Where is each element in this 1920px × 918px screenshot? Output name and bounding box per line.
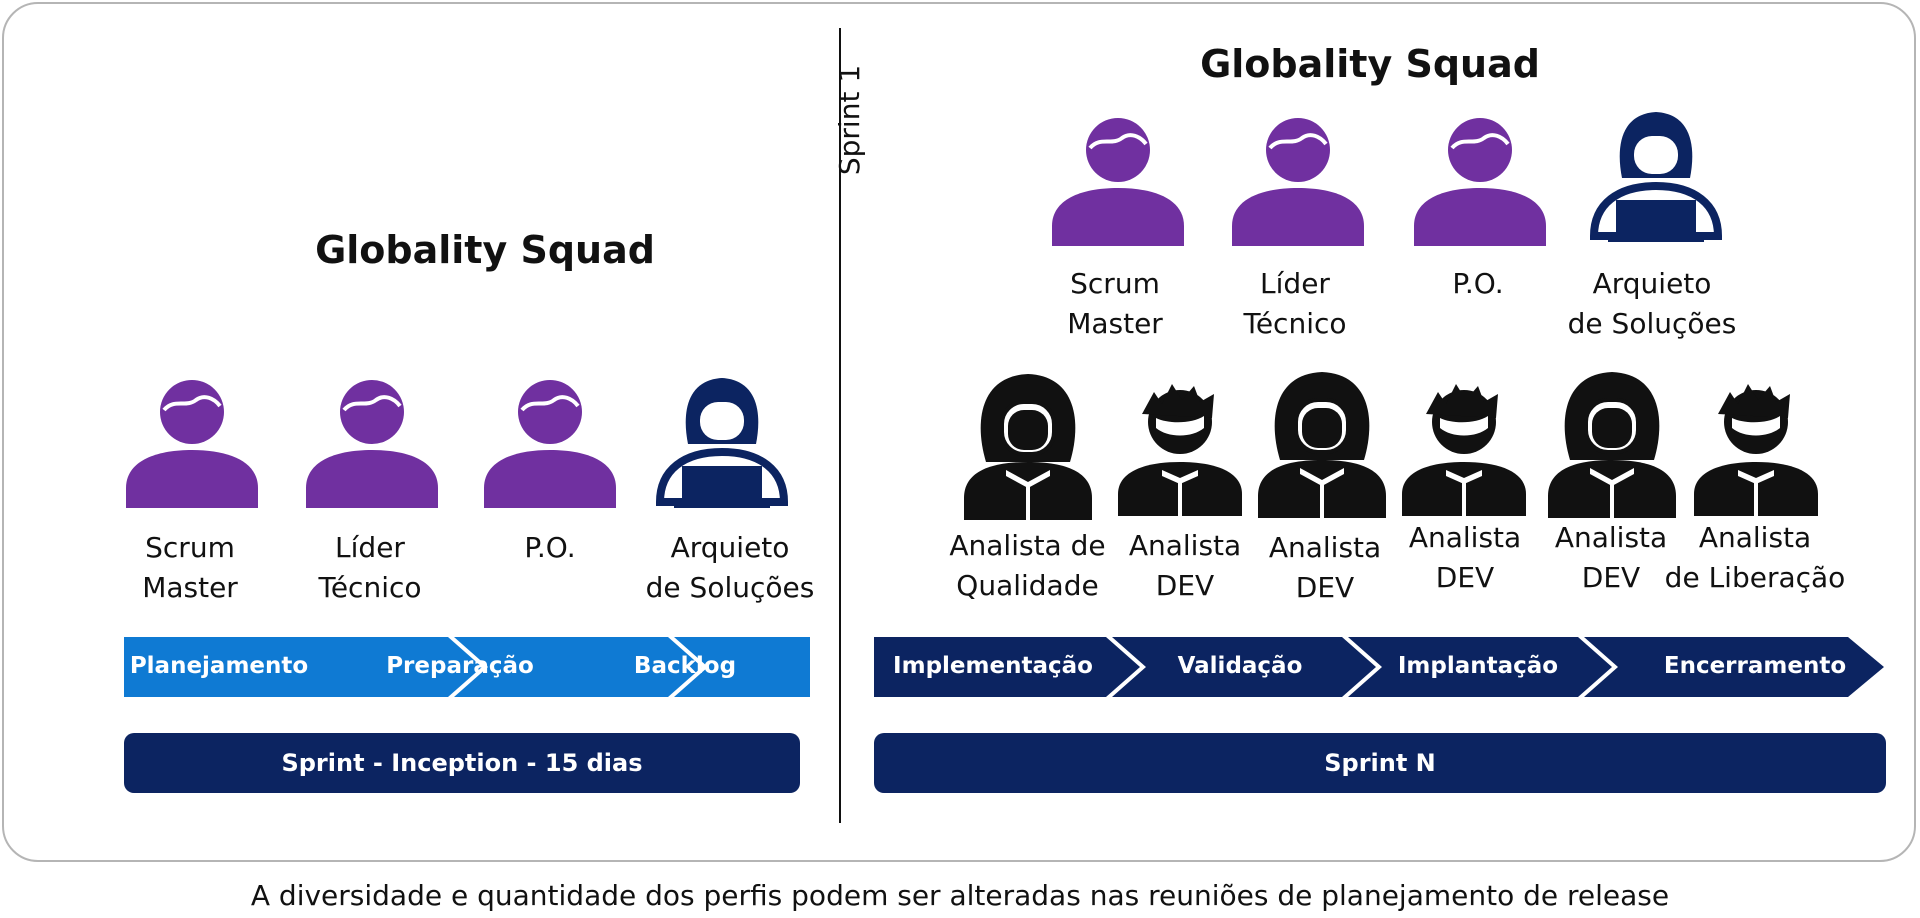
left-sprint-bar: Sprint - Inception - 15 dias: [124, 733, 800, 793]
phase-implementacao: Implementação: [893, 653, 1093, 679]
sprint-divider-line: [839, 28, 841, 823]
phase-preparacao: Preparação: [386, 653, 534, 679]
man-spiky-icon: [1688, 378, 1824, 522]
man-icon: [124, 376, 260, 516]
man-icon: [1050, 114, 1186, 254]
phase-encerramento: Encerramento: [1663, 653, 1847, 679]
team-role-label: Analista DEV: [1554, 521, 1668, 594]
diagram-frame: [2, 2, 1916, 862]
man-icon: [482, 376, 618, 516]
left-squad-title: Globality Squad: [315, 228, 655, 272]
left-role-label: Líder Técnico: [318, 531, 422, 604]
right-role-label: Líder Técnico: [1243, 267, 1347, 340]
team-role-label: Analista DEV: [1408, 521, 1522, 594]
left-phase-arrow: [124, 637, 810, 697]
left-role-label: P.O.: [524, 531, 576, 564]
phase-validacao: Validação: [1177, 653, 1303, 679]
right-sprint-bar: Sprint N: [874, 733, 1886, 793]
man-spiky-icon: [1112, 378, 1248, 522]
man-spiky-icon: [1396, 378, 1532, 522]
man-icon: [1230, 114, 1366, 254]
sprint-marker-label: Sprint 1: [833, 64, 866, 176]
phase-implantacao: Implantação: [1397, 653, 1559, 679]
footer-caption: A diversidade e quantidade dos perfis po…: [250, 879, 1670, 912]
right-role-label: Scrum Master: [1067, 267, 1163, 340]
team-role-label: Analista DEV: [1268, 531, 1382, 604]
left-role-label: Arquieto de Soluções: [645, 531, 815, 604]
woman-icon: [960, 372, 1096, 526]
team-role-label: Analista de Qualidade: [949, 529, 1106, 602]
right-squad-title: Globality Squad: [1200, 42, 1540, 86]
team-role-label: Analista DEV: [1128, 529, 1242, 602]
phase-backlog: Backlog: [633, 653, 737, 679]
right-phase-arrow: [874, 637, 1884, 697]
man-icon: [1412, 114, 1548, 254]
left-role-label: Scrum Master: [142, 531, 238, 604]
right-role-label: Arquieto de Soluções: [1567, 267, 1737, 340]
woman-laptop-icon: [1588, 108, 1724, 248]
team-role-label: Analista de Liberação: [1664, 521, 1846, 594]
woman-laptop-icon: [654, 374, 790, 514]
man-icon: [304, 376, 440, 516]
right-role-label: P.O.: [1452, 267, 1504, 300]
phase-planejamento: Planejamento: [129, 653, 309, 679]
woman-icon: [1254, 370, 1390, 524]
woman-icon: [1544, 370, 1680, 524]
